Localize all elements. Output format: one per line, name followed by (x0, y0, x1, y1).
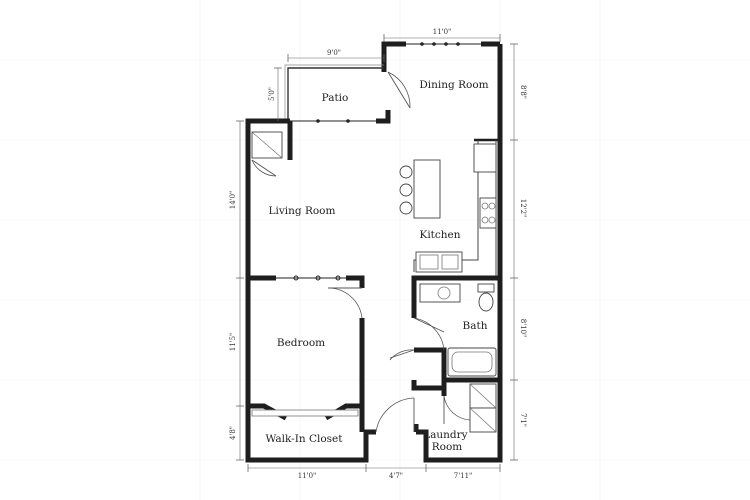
dim-left-bedroom: 11'5" (229, 333, 237, 352)
dim-bottom-hall: 4'7" (389, 472, 403, 480)
exterior-walls (245, 41, 503, 463)
dim-right-kitchen: 12'2" (519, 199, 527, 218)
room-label-kitchen: Kitchen (419, 229, 460, 241)
room-label-bedroom: Bedroom (277, 337, 325, 349)
dimension-labels: 11'0" 9'0" 5'0" 14'0" 11'5" 4'8" 8'8" 12… (229, 28, 527, 480)
dim-patio-depth: 5'0" (268, 87, 276, 101)
dim-left-living: 14'0" (229, 191, 237, 210)
room-label-dining-room: Dining Room (419, 79, 488, 91)
dim-top-dining: 11'0" (433, 28, 452, 36)
dim-right-dining: 8'8" (519, 85, 527, 99)
room-label-walk-in-closet: Walk-In Closet (265, 433, 343, 445)
room-label-patio: Patio (322, 92, 349, 104)
room-labels: Patio Dining Room Living Room Kitchen Ba… (265, 79, 488, 453)
laundry-label-line-1: Laundry (423, 429, 467, 441)
dim-right-laundry: 7'1" (519, 413, 527, 427)
dim-bottom-bedroom: 11'0" (298, 472, 317, 480)
dim-top-patio: 9'0" (327, 49, 341, 57)
window-markers (276, 42, 481, 281)
room-label-living-room: Living Room (269, 205, 336, 217)
dim-left-closet: 4'8" (229, 426, 237, 440)
room-label-bath: Bath (463, 320, 488, 332)
dimension-lines (236, 34, 518, 472)
dim-bottom-laundry: 7'11" (454, 472, 473, 480)
doors (251, 71, 471, 433)
dim-right-bath: 8'10" (519, 319, 527, 338)
interior-walls (248, 110, 500, 432)
fixtures (251, 131, 497, 433)
patio-railing (284, 64, 384, 121)
laundry-label-line-2: Room (432, 441, 463, 453)
room-label-laundry-room: Laundry Room (423, 429, 471, 453)
